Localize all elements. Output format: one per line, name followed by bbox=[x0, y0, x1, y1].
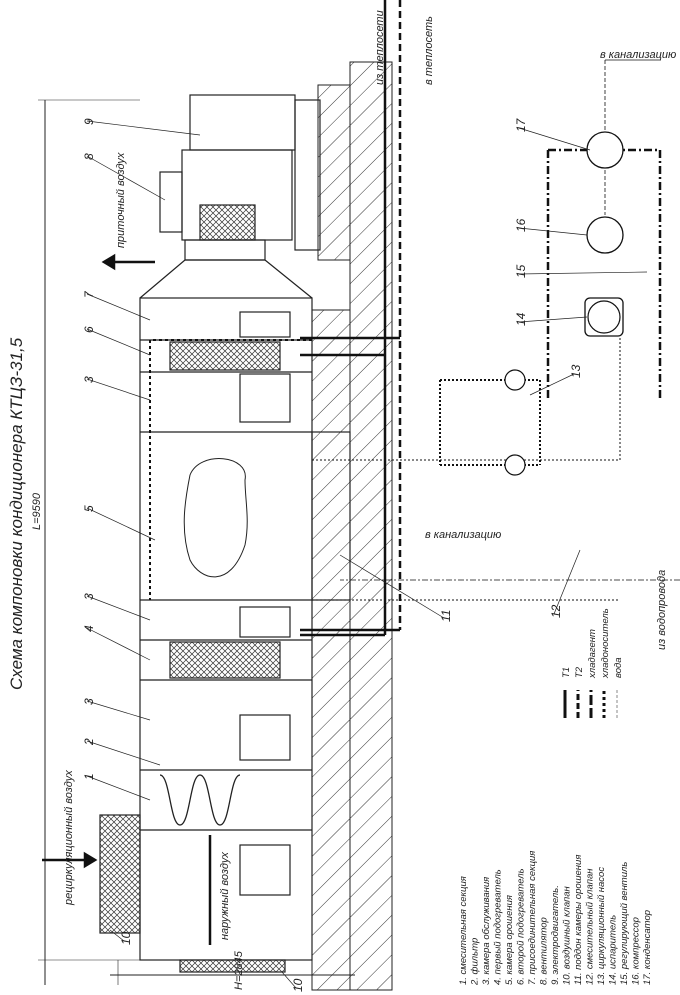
length-dimension: L=9590 bbox=[31, 99, 140, 985]
callout-leader bbox=[86, 775, 151, 801]
legend-item: 10. воздушный клапан bbox=[562, 885, 573, 985]
legend-item: 12. смесительный клапан bbox=[585, 868, 596, 985]
callout-leader bbox=[86, 507, 156, 541]
callout-number: 9 bbox=[82, 118, 96, 125]
callout-leader bbox=[86, 328, 151, 356]
line-legend-label: Т1 bbox=[561, 667, 572, 678]
callout-leader bbox=[281, 971, 297, 989]
legend-item: 7. присоединительная секция bbox=[527, 851, 538, 985]
callout-number: 14 bbox=[514, 312, 528, 326]
legend-item: 2. фильтр bbox=[470, 938, 481, 986]
callout-number: 16 bbox=[514, 218, 528, 232]
supply-air-label: приточный воздух bbox=[115, 152, 127, 248]
length-label: L=9590 bbox=[31, 492, 43, 530]
callout-leader bbox=[86, 293, 151, 321]
legend-item: 11. поддон камеры орошения bbox=[573, 855, 584, 985]
callout-number: 3 bbox=[82, 698, 96, 705]
callout-number: 7 bbox=[82, 290, 96, 298]
callouts: 9 8 7 6 3 5 3 4 3 2 1 10 10 11 12 13 14 15 16 17 bbox=[82, 117, 648, 992]
from-water-label: из водопровода bbox=[656, 570, 668, 650]
callout-leader bbox=[553, 549, 581, 615]
line-legend-label: вода bbox=[613, 657, 624, 678]
flow-arrows bbox=[42, 253, 212, 945]
legend-item: 1. смесительная секция bbox=[458, 876, 469, 985]
floor-hatch bbox=[311, 61, 393, 991]
callout-leader bbox=[518, 271, 648, 275]
callout-leader bbox=[109, 929, 125, 942]
callout-number: 1 bbox=[82, 773, 96, 780]
to-sewer-top-label: в канализацию bbox=[600, 49, 676, 61]
callout-leader bbox=[86, 595, 151, 621]
callout-number: 12 bbox=[549, 604, 563, 618]
to-sewer-mid-label: в канализацию bbox=[425, 529, 501, 541]
line-legend-label: хладоноситель bbox=[600, 608, 611, 679]
callout-leader bbox=[518, 127, 591, 151]
callout-number: 13 bbox=[569, 364, 583, 378]
legend-item: 4. первый подогреватель bbox=[493, 869, 504, 985]
legend-item: 16. компрессор bbox=[631, 917, 642, 985]
legend-item: 15. регулирующий вентиль bbox=[619, 862, 630, 985]
callout-number: 10 bbox=[119, 931, 133, 945]
line-legend-label: хладагент bbox=[587, 629, 598, 679]
recirc-air-label: рециркуляционный воздух bbox=[63, 770, 75, 906]
callout-number: 17 bbox=[514, 117, 528, 132]
callout-leader bbox=[86, 627, 151, 661]
callout-number: 8 bbox=[82, 153, 96, 160]
outdoor-air-label: наружный воздух bbox=[219, 852, 231, 940]
callout-number: 15 bbox=[514, 264, 528, 278]
callout-number: 3 bbox=[82, 593, 96, 600]
callout-leader bbox=[86, 740, 161, 766]
from-heating-label: из теплосети bbox=[374, 10, 386, 85]
callout-leader bbox=[86, 378, 151, 401]
legend-item: 6. второй подогреватель bbox=[516, 868, 527, 985]
callout-number: 5 bbox=[82, 505, 96, 512]
callout-number: 11 bbox=[439, 610, 453, 622]
callout-leader bbox=[339, 554, 445, 619]
legend-item: 14. испаритель bbox=[608, 915, 619, 985]
diagram-title: Схема компоновки кондиционера КТЦЗ-31,5 bbox=[7, 337, 26, 690]
callout-leader bbox=[86, 120, 201, 136]
line-legend-label: Т2 bbox=[574, 666, 585, 678]
callout-number: 10 bbox=[291, 978, 305, 992]
legend-item: 13. циркуляционный насос bbox=[596, 867, 607, 985]
legend-item: 8. вентилятор bbox=[539, 917, 550, 985]
callout-leader bbox=[518, 227, 588, 236]
callout-number: 2 bbox=[82, 738, 96, 746]
to-heating-label: в теплосеть bbox=[423, 16, 435, 85]
callout-number: 4 bbox=[82, 625, 96, 632]
air-handling-unit bbox=[99, 94, 351, 973]
refrigeration-circuit bbox=[340, 59, 680, 581]
legend-item: 9. электродвигатель. bbox=[550, 885, 561, 985]
callout-leader bbox=[86, 700, 151, 721]
callout-leader bbox=[529, 373, 575, 396]
legend-item: 3. камера обслуживания bbox=[481, 877, 492, 985]
callout-number: 6 bbox=[82, 326, 96, 333]
legend-item: 17. конденсатор bbox=[642, 910, 653, 985]
legend-item: 5. камера орошения bbox=[504, 895, 515, 985]
heating-pipes bbox=[149, 0, 621, 637]
callout-number: 3 bbox=[82, 376, 96, 383]
callout-leader bbox=[86, 155, 166, 201]
callout-leader bbox=[518, 316, 588, 323]
